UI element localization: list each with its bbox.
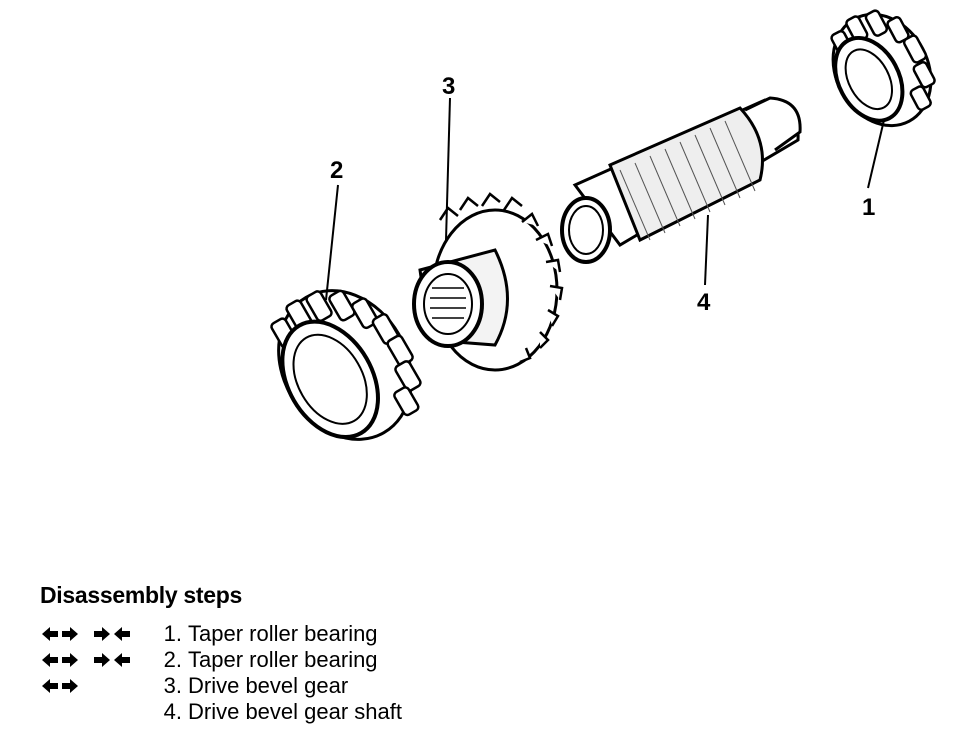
callout-1: 1: [862, 194, 875, 221]
part-2-taper-roller-bearing: [270, 289, 422, 441]
leader-line-3: [445, 97, 451, 241]
step-label: Drive bevel gear: [188, 673, 349, 698]
step-row: 2. Taper roller bearing: [40, 647, 560, 674]
part-4-drive-bevel-gear-shaft: [560, 96, 802, 264]
double-arrow-outward-icon: [42, 627, 78, 641]
part-1-taper-roller-bearing: [830, 9, 936, 128]
step-label: Drive bevel gear shaft: [188, 699, 402, 724]
double-arrow-inward-icon: [94, 653, 130, 667]
step-row: 1. Taper roller bearing: [40, 621, 560, 648]
step-number: 1.: [163, 621, 182, 646]
double-arrow-inward-icon: [94, 627, 130, 641]
part-3-drive-bevel-gear: [412, 192, 564, 372]
callout-2: 2: [330, 157, 343, 184]
step-number: 2.: [163, 647, 182, 672]
callout-3: 3: [442, 73, 455, 100]
step-label: Taper roller bearing: [188, 647, 378, 672]
leader-lines: [325, 97, 885, 301]
callout-4: 4: [697, 289, 711, 316]
leader-line-4: [704, 214, 709, 286]
leader-line-2: [325, 184, 339, 301]
step-label: Taper roller bearing: [188, 621, 378, 646]
step-number: 4.: [163, 699, 182, 724]
disassembly-steps-title: Disassembly steps: [40, 582, 243, 608]
double-arrow-outward-icon: [42, 679, 78, 693]
step-row: 4. Drive bevel gear shaft: [40, 699, 560, 726]
leader-line-1: [867, 119, 885, 189]
double-arrow-outward-icon: [42, 653, 78, 667]
step-row: 3. Drive bevel gear: [40, 673, 560, 700]
step-number: 3.: [163, 673, 182, 698]
